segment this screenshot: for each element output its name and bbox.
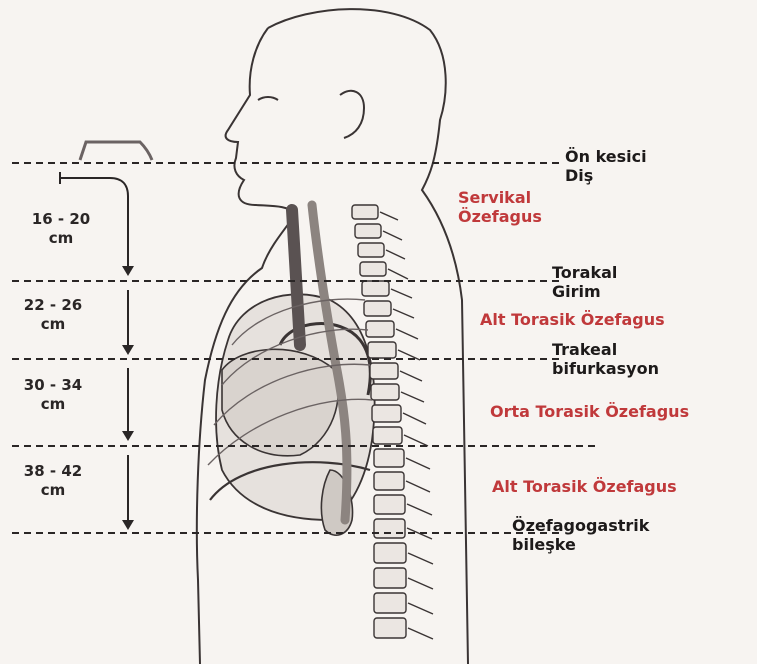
segment-lower-thoracic: Alt Torasik Özefagus [492, 477, 677, 496]
face-profile [226, 28, 296, 214]
segment-mid-thoracic: Orta Torasik Özefagus [490, 402, 689, 421]
segment-upper-thoracic: Alt Torasik Özefagus [480, 310, 665, 329]
bite-block [80, 142, 152, 160]
ear [340, 91, 364, 138]
eye [258, 97, 278, 100]
trachea [292, 210, 300, 345]
